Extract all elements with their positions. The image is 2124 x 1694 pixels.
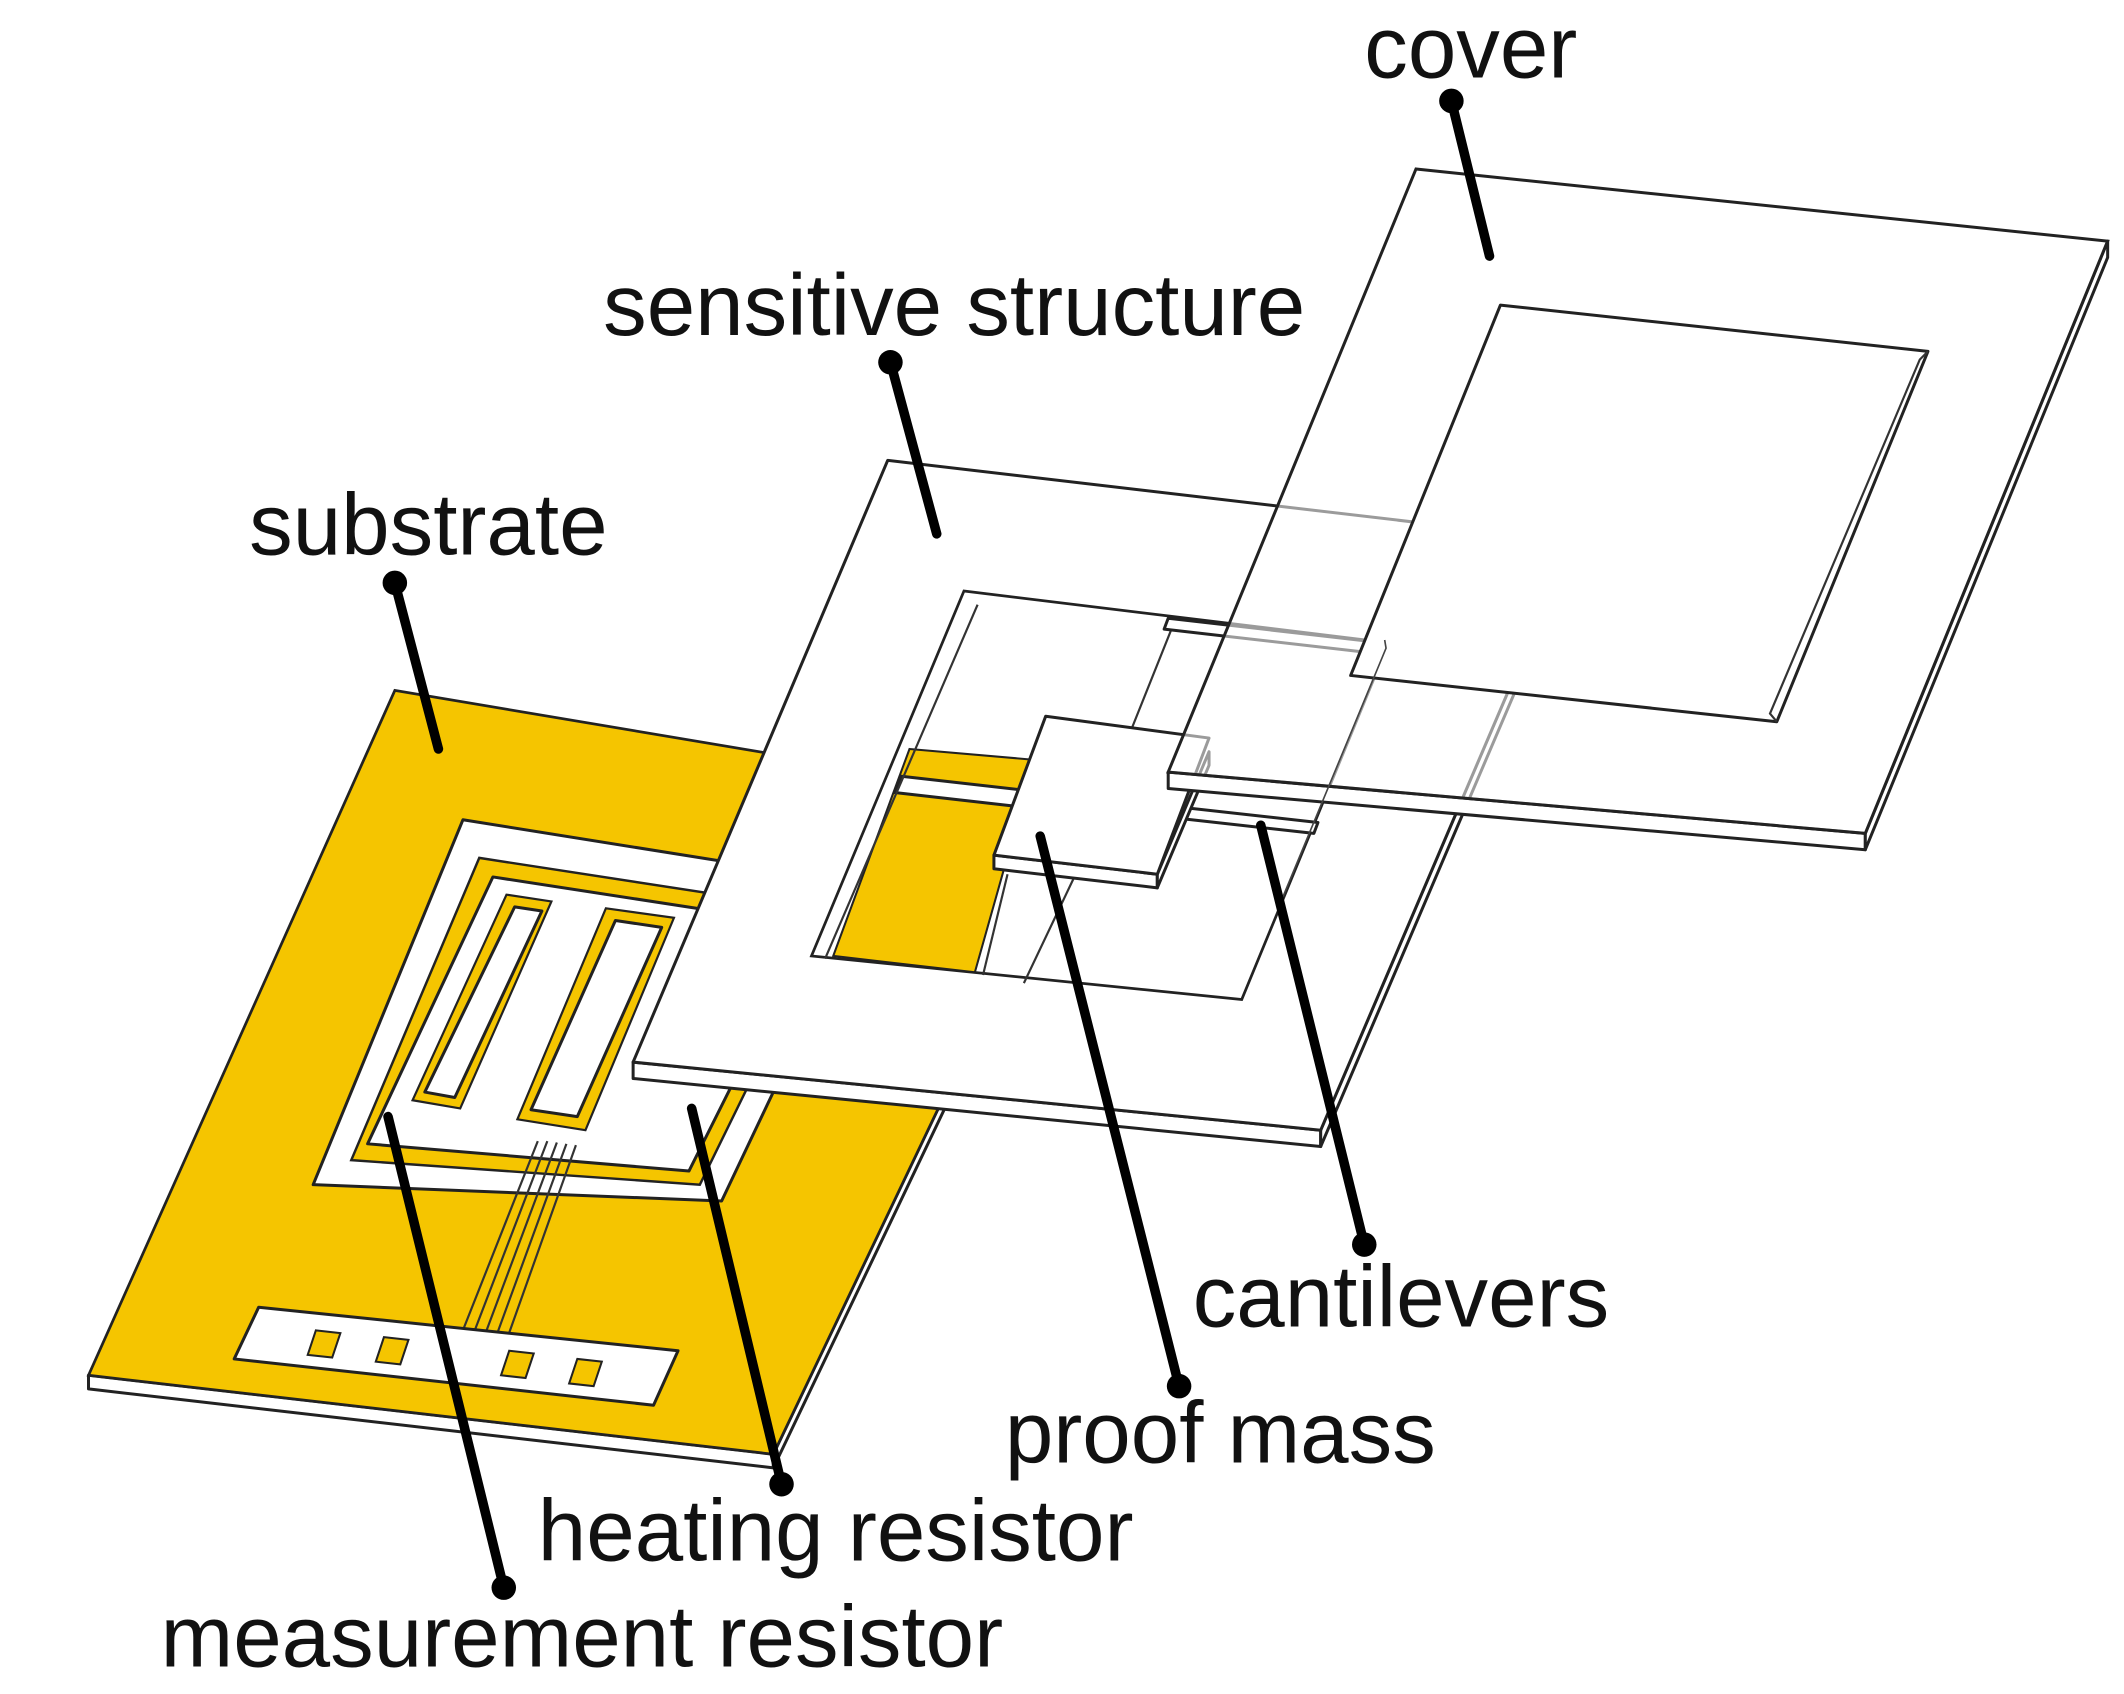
- rail-1: [824, 604, 979, 960]
- cover-recess-edge: [1768, 350, 1929, 723]
- substrate-leader-dot: [382, 570, 408, 596]
- sensitive-structure-leader: [885, 357, 942, 539]
- leader-lines: [382, 88, 1495, 1600]
- meander-gap-left: [423, 905, 544, 1100]
- hidden-edge-1: [1279, 639, 1387, 905]
- rail-2: [1129, 623, 1175, 734]
- resistor-leads: [459, 1140, 577, 1349]
- meander-gap-right: [529, 919, 664, 1119]
- substrate-label: substrate: [249, 476, 607, 573]
- contact-pad-4: [567, 1357, 604, 1388]
- heating-resistor-leader: [686, 1103, 787, 1489]
- cantilevers-leader: [1256, 820, 1370, 1250]
- contact-pad-strip: [232, 1305, 680, 1407]
- measurement-resistor-leader-dot: [491, 1575, 517, 1600]
- cantilevers-leader-dot: [1352, 1232, 1377, 1257]
- proof-mass-leader: [1035, 831, 1184, 1391]
- substrate-leader: [390, 578, 444, 754]
- cover-label: cover: [1364, 0, 1577, 97]
- measurement-resistor-label: measurement resistor: [161, 1589, 1004, 1686]
- contact-pad-3: [499, 1349, 536, 1380]
- proof-mass-label: proof mass: [1005, 1384, 1436, 1481]
- rail-3: [981, 873, 1009, 976]
- measurement-resistor-leader: [383, 1111, 509, 1593]
- substrate-through-window: [831, 747, 1037, 974]
- cantilevers-label: cantilevers: [1193, 1248, 1609, 1345]
- cover-leader: [1446, 96, 1495, 261]
- heating-resistor-label: heating resistor: [538, 1482, 1134, 1579]
- heating-resistor-leader-dot: [769, 1471, 794, 1497]
- rail-4: [1022, 873, 1077, 984]
- callout-labels: cover sensitive structure substrate cant…: [161, 0, 1609, 1686]
- cover-leader-dot: [1439, 88, 1464, 114]
- sensitive-structure-label: sensitive structure: [603, 257, 1305, 354]
- contact-pad-1: [306, 1329, 342, 1359]
- contact-pad-2: [374, 1336, 410, 1366]
- proof-mass-leader-dot: [1166, 1373, 1192, 1399]
- cover-layer: [1166, 167, 2110, 905]
- sensitive-structure-leader-dot: [878, 350, 903, 375]
